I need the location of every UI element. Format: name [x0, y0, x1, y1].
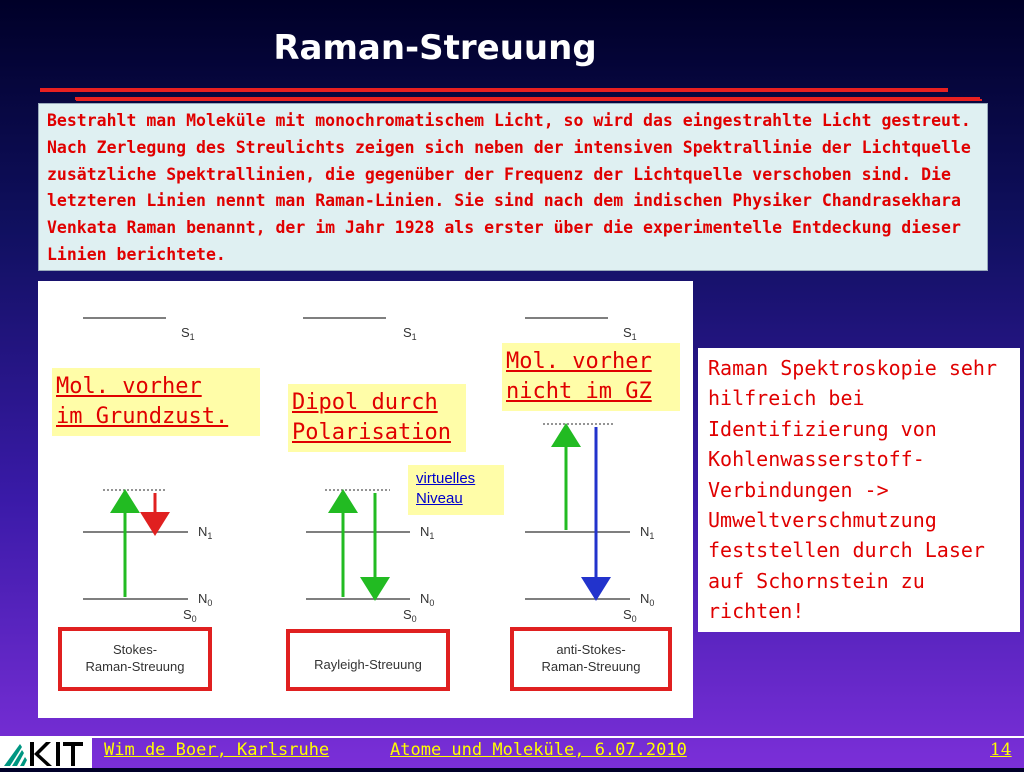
intro-text-box: Bestrahlt man Moleküle mit monochromatis… [38, 103, 988, 271]
level-n0-label: N0 [420, 591, 434, 608]
column-anti-stokes: S1 N1 N0 S0 anti-Stokes- Raman-Streuung [510, 317, 672, 691]
stokes-box-line1: Stokes- [113, 642, 157, 657]
slide-title: Raman-Streuung [273, 28, 597, 68]
level-s0-label: S0 [183, 607, 197, 624]
page-number: 14 [990, 740, 1012, 760]
level-n1-label: N1 [198, 524, 212, 541]
label-mol-not-ground-state: Mol. vorher nicht im GZ [502, 343, 680, 411]
anti-stokes-box-line2: Raman-Streuung [542, 659, 641, 674]
footer-course: Atome und Moleküle, 6.07.2010 [390, 740, 687, 760]
label-dipole-polarisation: Dipol durch Polarisation [288, 384, 466, 452]
anti-stokes-box [510, 627, 672, 691]
stokes-box [58, 627, 212, 691]
label-virtual-level: virtuelles Niveau [408, 465, 504, 515]
level-s0-label: S0 [623, 607, 637, 624]
footer-author: Wim de Boer, Karlsruhe [104, 740, 330, 760]
level-n1-label: N1 [640, 524, 654, 541]
stokes-box-line2: Raman-Streuung [86, 659, 185, 674]
level-n0-label: N0 [640, 591, 654, 608]
level-s1-label: S1 [403, 325, 417, 342]
title-underline-secondary [75, 97, 980, 100]
level-n1-label: N1 [420, 524, 434, 541]
kit-logo [0, 738, 92, 768]
anti-stokes-box-line1: anti-Stokes- [556, 642, 625, 657]
title-underline [40, 88, 948, 92]
label-mol-ground-state: Mol. vorher im Grundzust. [52, 368, 260, 436]
footer-divider [0, 736, 1024, 738]
level-n0-label: N0 [198, 591, 212, 608]
column-rayleigh: S1 N1 N0 S0 Rayleigh-Streuung [286, 317, 450, 691]
rayleigh-box-text: Rayleigh-Streuung [314, 657, 422, 672]
column-stokes: S1 N1 N0 S0 Stokes- Raman-Streuung [58, 317, 212, 691]
energy-level-svg: S1 N1 N0 S0 Stokes- Raman-Streuung S1 N1… [58, 317, 672, 691]
level-s1-label: S1 [623, 325, 637, 342]
side-note-box: Raman Spektroskopie sehr hilfreich bei I… [698, 348, 1020, 632]
kit-logo-icon [4, 742, 83, 766]
level-s0-label: S0 [403, 607, 417, 624]
level-s1-label: S1 [181, 325, 195, 342]
rayleigh-box [286, 629, 450, 691]
